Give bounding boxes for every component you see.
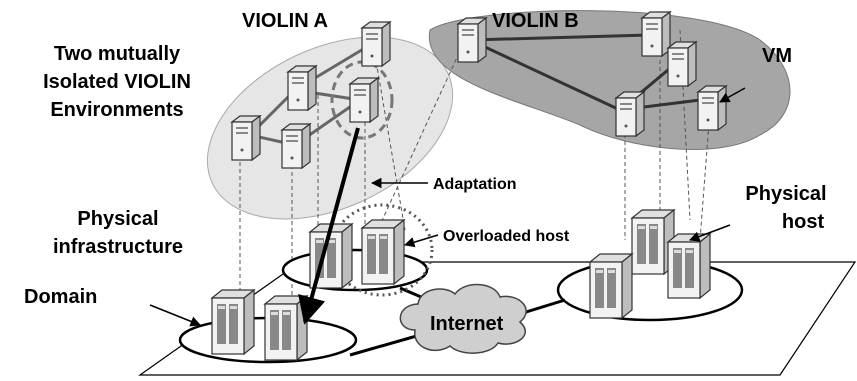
physical-host-line1: Physical [745,183,826,205]
server-icon [457,17,487,63]
overloaded-host-highlight [330,203,434,297]
server-icon [349,77,379,123]
migration-arrow [298,127,360,325]
domain-label: Domain [24,286,97,308]
server-icon [361,21,391,67]
overloaded-host-label: Overloaded host [443,228,570,245]
server-icon [211,289,255,355]
server-icon [287,65,317,111]
server-icon [697,85,727,131]
physical-infrastructure-line2: infrastructure [53,236,183,258]
internet-label: Internet [430,313,504,335]
isolated-environments-line2: Isolated VIOLIN [43,71,191,93]
server-icon [281,123,311,169]
server-icon [589,253,633,319]
isolated-environments-line3: Environments [50,99,183,121]
cloud-icon [399,283,527,354]
isolated-environments-line1: Two mutually [54,43,181,65]
server-icon [615,91,645,137]
adaptation-label: Adaptation [433,176,517,193]
server-icon [264,295,308,361]
annotation-pointers [149,87,746,327]
violin-a-label: VIOLIN A [242,10,328,32]
physical-infrastructure-line1: Physical [77,208,158,230]
server-icon [667,233,711,299]
violin-b-label: VIOLIN B [492,10,579,32]
server-icon [361,219,405,285]
server-icon [231,115,261,161]
domain-ellipse-center [281,248,429,292]
physical-host-line2: host [782,211,825,233]
violin-a-region [206,36,454,220]
server-icon [641,11,671,57]
vm-label: VM [762,45,792,67]
server-icon [667,41,697,87]
